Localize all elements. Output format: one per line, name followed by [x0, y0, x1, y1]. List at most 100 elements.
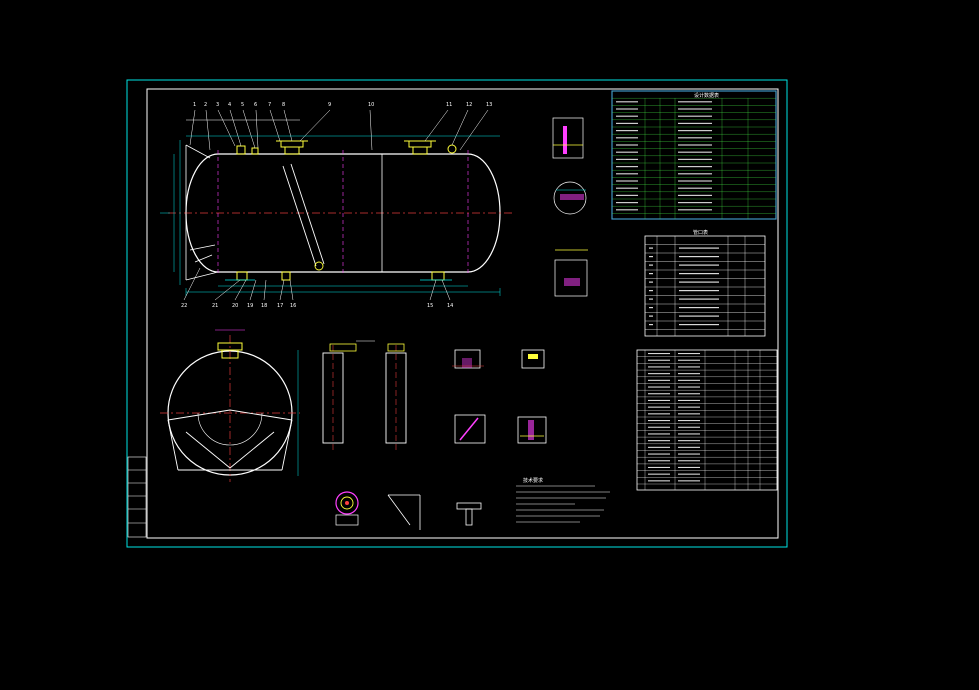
nozzle-table-cell-text — [649, 298, 653, 300]
design-table-cell-text — [678, 101, 712, 103]
design-table-cell-text — [616, 122, 638, 124]
nozzle-table-cell-text — [679, 298, 719, 300]
nozzle-table-cell-text — [649, 290, 653, 292]
leader-number-top: 8 — [282, 102, 285, 108]
nozzle-table-cell-text — [649, 273, 653, 275]
parts-table-cell-text — [678, 406, 700, 408]
parts-list-table — [636, 349, 778, 491]
parts-table-cell-text — [648, 433, 670, 435]
leader-number-top: 5 — [241, 102, 244, 108]
parts-table-cell-text — [678, 413, 700, 415]
leader-number-bottom: 19 — [247, 303, 253, 309]
nozzle-table-cell-text — [679, 315, 719, 317]
design-table-cell-text — [678, 209, 712, 211]
nozzle-table-title: 管口表 — [693, 229, 708, 236]
parts-table-cell-text — [648, 373, 670, 375]
nozzle-table-cell-text — [679, 264, 719, 266]
parts-table-cell-text — [648, 379, 670, 381]
design-table-cell-text — [678, 202, 712, 204]
binding-strip — [127, 456, 147, 538]
parts-table-cell-text — [678, 393, 700, 395]
parts-table-cell-text — [648, 466, 670, 468]
manhole-right — [404, 140, 436, 155]
leader-number-bottom: 14 — [447, 303, 453, 309]
design-table-cell-text — [616, 180, 638, 182]
nozzle-table-cell-text — [649, 256, 653, 258]
parts-table-cell-text — [678, 399, 700, 401]
leader-number-bottom: 15 — [427, 303, 433, 309]
design-table-cell-text — [616, 115, 638, 117]
parts-table-cell-text — [648, 420, 670, 422]
parts-table-cell-text — [678, 460, 700, 462]
nozzle-table-cell-text — [679, 290, 719, 292]
parts-table-cell-text — [678, 426, 700, 428]
parts-table-cell-text — [678, 353, 700, 355]
design-table-cell-text — [616, 101, 638, 103]
parts-table-cell-text — [648, 353, 670, 355]
nozzle-table-cell-text — [649, 247, 653, 249]
design-table-cell-text — [678, 158, 712, 160]
parts-table-cell-text — [648, 440, 670, 442]
design-table-cell-text — [616, 108, 638, 110]
parts-table-cell-text — [648, 460, 670, 462]
parts-table-cell-text — [678, 366, 700, 368]
parts-table-cell-text — [648, 359, 670, 361]
parts-table-cell-text — [678, 453, 700, 455]
design-table-cell-text — [678, 130, 712, 132]
leader-number-top: 2 — [204, 102, 207, 108]
leader-number-bottom: 18 — [261, 303, 267, 309]
leader-number-top: 6 — [254, 102, 257, 108]
nozzle-table-cell-text — [679, 247, 719, 249]
design-table-cell-text — [616, 151, 638, 153]
design-table-cell-text — [678, 166, 712, 168]
manhole-left — [276, 140, 308, 155]
tank-elevation — [160, 109, 515, 301]
parts-table-cell-text — [678, 466, 700, 468]
design-table-cell-text — [616, 187, 638, 189]
design-table-cell-text — [678, 151, 712, 153]
outer-frame — [126, 79, 788, 548]
parts-table-cell-text — [648, 386, 670, 388]
parts-table-cell-text — [648, 393, 670, 395]
leader-number-top: 4 — [228, 102, 231, 108]
parts-table-cell-text — [678, 446, 700, 448]
inner-frame — [146, 88, 779, 539]
parts-table-cell-text — [678, 373, 700, 375]
parts-table-cell-text — [678, 433, 700, 435]
parts-table-cell-text — [648, 480, 670, 482]
design-table-title: 设计数据表 — [694, 92, 719, 99]
nozzle-table-cell-text — [649, 315, 653, 317]
design-table-cell-text — [616, 166, 638, 168]
parts-table-cell-text — [678, 480, 700, 482]
parts-table-cell-text — [648, 366, 670, 368]
weld-details — [552, 117, 588, 297]
nozzle-table-cell-text — [679, 256, 719, 258]
design-table-cell-text — [616, 202, 638, 204]
ladder-detail — [322, 340, 407, 450]
leader-number-bottom: 22 — [181, 303, 187, 309]
leader-number-top: 12 — [466, 102, 472, 108]
design-table-cell-text — [678, 194, 712, 196]
leader-number-bottom: 17 — [277, 303, 283, 309]
nozzle-table-cell-text — [649, 307, 653, 309]
section-details — [452, 349, 547, 444]
parts-table-cell-text — [678, 473, 700, 475]
parts-table-cell-text — [678, 386, 700, 388]
parts-table-cell-text — [678, 379, 700, 381]
tank-end-view — [160, 329, 300, 482]
parts-table-cell-text — [678, 420, 700, 422]
parts-table-cell-text — [648, 426, 670, 428]
parts-table-cell-text — [648, 453, 670, 455]
design-table-cell-text — [678, 122, 712, 124]
parts-table-cell-text — [648, 446, 670, 448]
leader-number-bottom: 21 — [212, 303, 218, 309]
design-table-cell-text — [678, 108, 712, 110]
design-table-cell-text — [678, 180, 712, 182]
nozzle-table-cell-text — [649, 264, 653, 266]
design-table-cell-text — [678, 137, 712, 139]
leader-number-top: 1 — [193, 102, 196, 108]
